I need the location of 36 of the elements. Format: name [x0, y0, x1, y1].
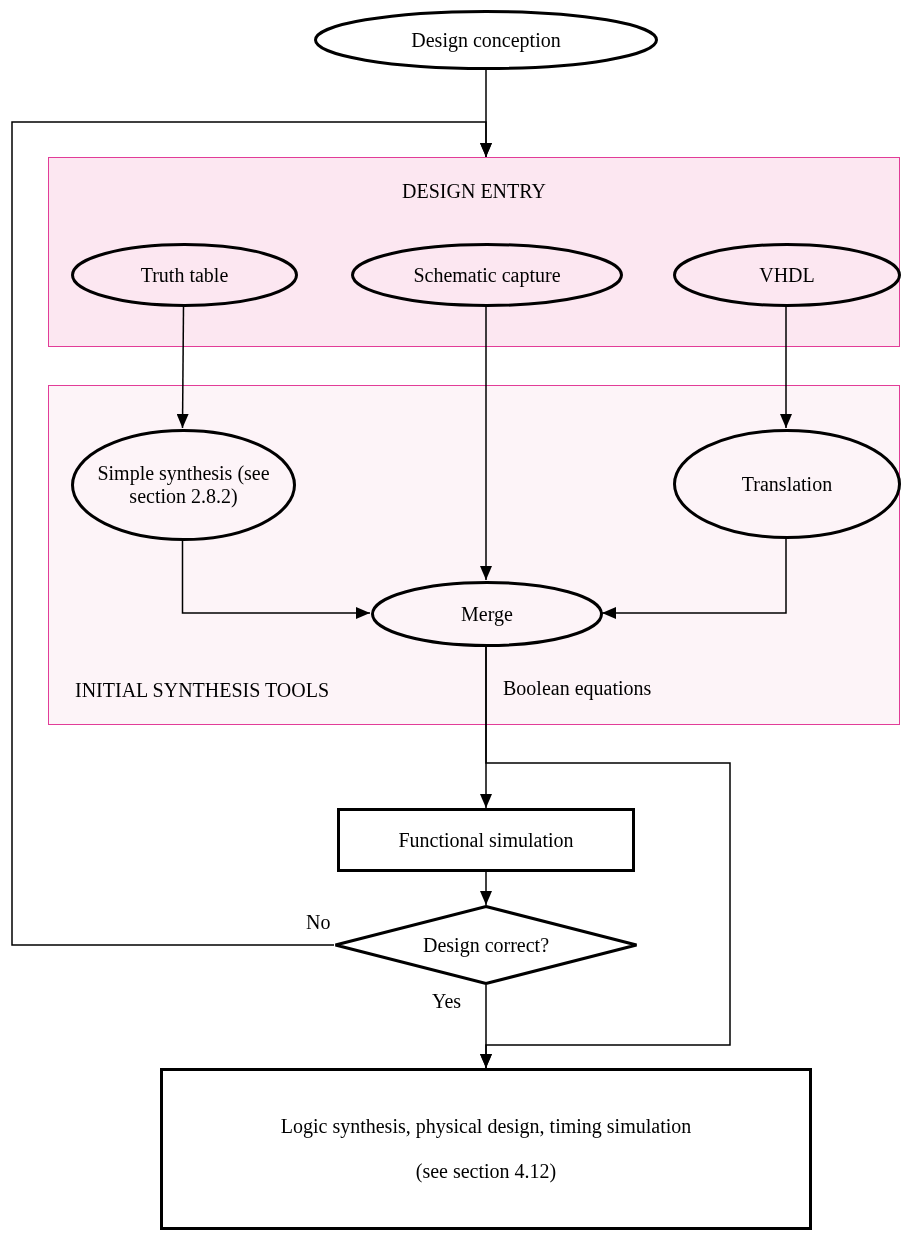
- process-ellipse: [673, 243, 901, 307]
- node-label: VHDL: [759, 263, 815, 287]
- edge-label: Yes: [432, 990, 462, 1013]
- arrow: [181, 539, 371, 619]
- process-ellipse: [351, 243, 623, 307]
- process-box: [160, 1068, 812, 1230]
- node-label: Design correct?: [422, 933, 549, 957]
- node-label: Truth table: [140, 263, 229, 287]
- group-panel: [48, 385, 900, 725]
- process-ellipse: [673, 429, 901, 539]
- arrow: [11, 121, 492, 946]
- node-label: (see section 4.12): [415, 1160, 557, 1183]
- group-panel: [48, 157, 900, 347]
- node-label: Schematic capture: [413, 263, 561, 287]
- arrow: [176, 305, 189, 429]
- arrow: [480, 305, 492, 581]
- node-label: Merge: [461, 602, 513, 626]
- decision-diamond: [334, 905, 638, 985]
- node-label: Translation: [741, 472, 833, 496]
- arrow: [480, 871, 492, 906]
- arrow: [601, 537, 787, 619]
- process-box: [337, 808, 635, 872]
- process-ellipse: [71, 429, 296, 541]
- process-ellipse: [71, 243, 298, 307]
- group-title: DESIGN ENTRY: [401, 180, 547, 203]
- edge-label: Boolean equations: [503, 677, 652, 700]
- node-label: Logic synthesis, physical design, timing simulation: [280, 1115, 692, 1138]
- node-label: Design conception: [411, 28, 561, 52]
- process-ellipse: [371, 581, 603, 647]
- arrow: [780, 305, 792, 429]
- node-label: Simple synthesis (see section 2.8.2): [96, 462, 271, 508]
- process-ellipse: [314, 10, 658, 70]
- arrow: [480, 984, 492, 1069]
- edge-label: No: [306, 911, 331, 934]
- group-title: INITIAL SYNTHESIS TOOLS: [75, 679, 330, 702]
- node-label: Functional simulation: [398, 828, 574, 852]
